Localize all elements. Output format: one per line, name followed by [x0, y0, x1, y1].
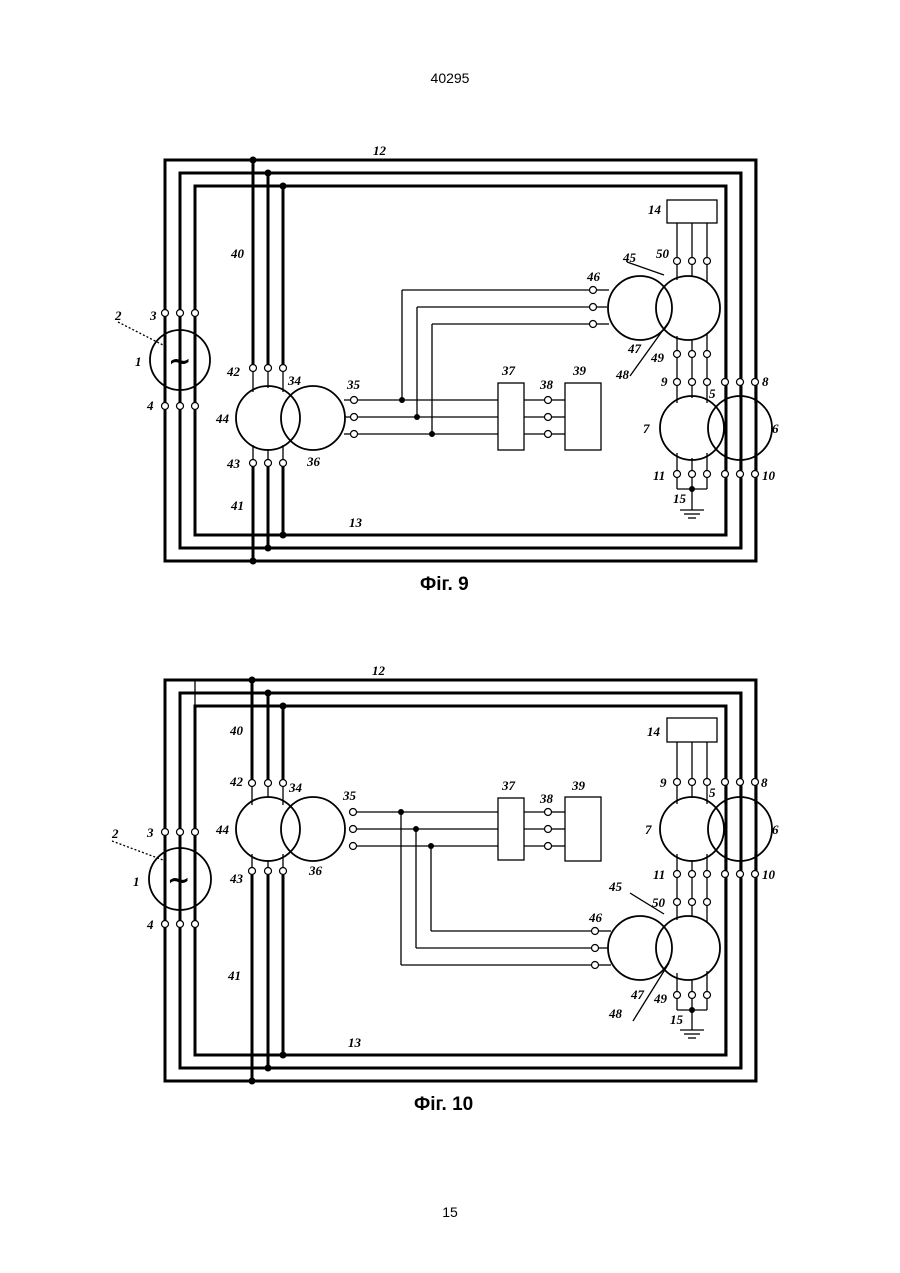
label-5-fig10: 5	[709, 785, 716, 800]
label-10: 10	[762, 468, 776, 483]
label-12: 12	[373, 143, 387, 158]
label-37-fig10: 37	[501, 778, 516, 793]
label-49: 49	[650, 350, 665, 365]
block-37	[498, 383, 524, 450]
block-39-fig10	[565, 797, 601, 861]
label-8: 8	[762, 374, 769, 389]
figure-10-caption: Фіг. 10	[414, 1094, 473, 1115]
figure-10-circuit-diagram: ~	[111, 663, 779, 1085]
unit-7	[660, 396, 724, 460]
label-49-fig10: 49	[653, 991, 668, 1006]
label-34-fig10: 34	[288, 780, 303, 795]
label-14-fig10: 14	[647, 724, 661, 739]
label-46: 46	[586, 269, 601, 284]
label-50-fig10: 50	[652, 895, 666, 910]
label-5: 5	[709, 386, 716, 401]
output-lines-35	[344, 287, 609, 438]
label-46-fig10: 46	[588, 910, 603, 925]
label-34: 34	[287, 373, 302, 388]
label-4: 4	[146, 398, 154, 413]
label-40: 40	[230, 246, 245, 261]
label-8-fig10: 8	[761, 775, 768, 790]
transformer-50-leads	[674, 223, 711, 378]
label-2: 2	[114, 308, 122, 323]
label-35: 35	[346, 377, 361, 392]
label-3-fig10: 3	[146, 825, 154, 840]
unit-7-6-terminals	[674, 160, 759, 561]
label-40-fig10: 40	[229, 723, 244, 738]
label-47-fig10: 47	[630, 987, 645, 1002]
transformer-50	[656, 276, 720, 340]
label-13-fig10: 13	[348, 1035, 362, 1050]
transformer-taps	[250, 157, 287, 565]
label-10-fig10: 10	[762, 867, 776, 882]
label-7-fig10: 7	[645, 822, 652, 837]
label-6: 6	[772, 421, 779, 436]
label-14: 14	[648, 202, 662, 217]
label-36: 36	[306, 454, 321, 469]
transformer-36-secondary-fig10	[281, 797, 345, 861]
label-39-fig10: 39	[571, 778, 586, 793]
label-15: 15	[673, 491, 687, 506]
page-number: 15	[0, 1204, 900, 1220]
label-43-fig10: 43	[229, 871, 244, 886]
label-48-fig10: 48	[608, 1006, 623, 1021]
block-14	[667, 200, 717, 223]
label-41-fig10: 41	[227, 968, 241, 983]
label-44: 44	[215, 411, 230, 426]
block-39	[565, 383, 601, 450]
label-11: 11	[653, 468, 665, 483]
label-12-fig10: 12	[372, 663, 386, 678]
label-7: 7	[643, 421, 650, 436]
label-38-fig10: 38	[539, 791, 554, 806]
label-9: 9	[661, 374, 668, 389]
label-47: 47	[627, 341, 642, 356]
block-14-fig10	[667, 718, 717, 742]
transformer-47-fig10	[608, 916, 672, 980]
label-45: 45	[622, 250, 637, 265]
label-44-fig10: 44	[215, 822, 230, 837]
block-37-fig10	[498, 798, 524, 860]
label-15-fig10: 15	[670, 1012, 684, 1027]
label-35-fig10: 35	[342, 788, 357, 803]
label-39: 39	[572, 363, 587, 378]
label-41: 41	[230, 498, 244, 513]
generator-tilde-fig10: ~	[167, 863, 190, 896]
label-1-fig10: 1	[133, 874, 140, 889]
unit-7-fig10	[660, 797, 724, 861]
label-50: 50	[656, 246, 670, 261]
label-42-fig10: 42	[229, 774, 244, 789]
label-11-fig10: 11	[653, 867, 665, 882]
label-48: 48	[615, 367, 630, 382]
figure-9-caption: Фіг. 9	[420, 574, 469, 595]
label-38: 38	[539, 377, 554, 392]
terminals-38	[524, 397, 565, 438]
label-37: 37	[501, 363, 516, 378]
generator-tilde: ~	[168, 344, 191, 377]
label-2-fig10: 2	[111, 826, 119, 841]
transformer-36-secondary	[281, 386, 345, 450]
label-42: 42	[226, 364, 241, 379]
transformer-50-fig10	[656, 916, 720, 980]
label-3: 3	[149, 308, 157, 323]
label-1: 1	[135, 354, 142, 369]
label-4-fig10: 4	[146, 917, 154, 932]
label-43: 43	[226, 456, 241, 471]
label-6-fig10: 6	[772, 822, 779, 837]
label-13: 13	[349, 515, 363, 530]
label-45-fig10: 45	[608, 879, 623, 894]
label-9-fig10: 9	[660, 775, 667, 790]
label-36-fig10: 36	[308, 863, 323, 878]
